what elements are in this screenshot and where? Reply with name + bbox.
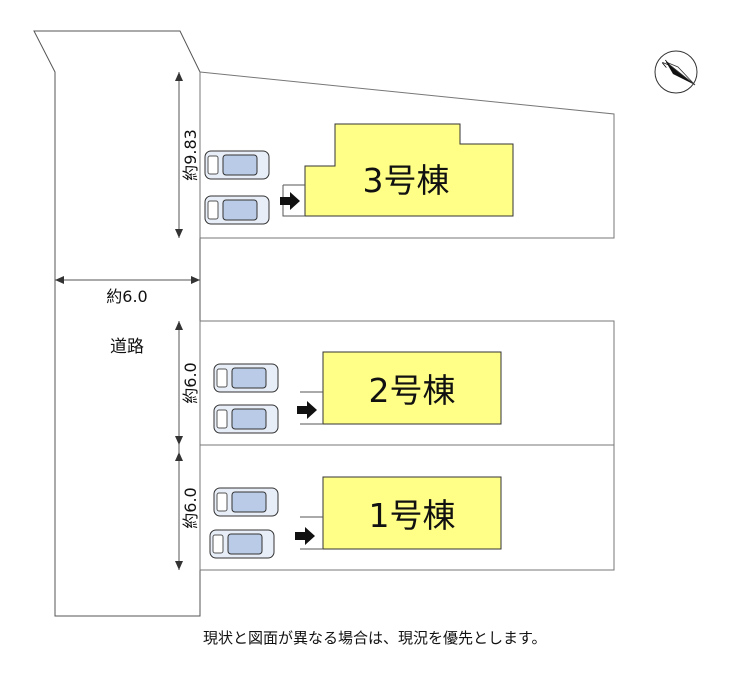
parking-cars [204, 150, 279, 559]
building-2: 2号棟 [322, 351, 502, 425]
dim-lot1: 約6.0 [175, 445, 200, 570]
dim-lot1-label: 約6.0 [181, 487, 200, 528]
building-1: 1号棟 [322, 476, 502, 550]
entrance-arrow-2-icon [297, 401, 317, 419]
building-2-label: 2号棟 [369, 371, 456, 410]
entrance-arrow-1-icon [295, 527, 315, 545]
dim-lot3-label: 約9.83 [181, 129, 200, 181]
car-icon [213, 487, 279, 517]
car-icon [209, 529, 275, 559]
building-1-footprint [322, 476, 502, 550]
entrance-2 [297, 391, 323, 425]
dim-road-label: 約6.0 [106, 287, 147, 306]
dim-lot2-label: 約6.0 [181, 362, 200, 403]
car-icon [213, 404, 279, 434]
compass-label: N [661, 59, 673, 71]
dim-road: 約6.0 [55, 276, 200, 306]
building-3: 3号棟 [304, 123, 514, 217]
road-label: 道路 [110, 337, 144, 357]
disclaimer-note: 現状と図面が異なる場合は、現況を優先とします。 [203, 629, 547, 647]
car-icon [204, 150, 270, 180]
entrance-arrow-3-icon [280, 192, 300, 210]
compass-icon: N [654, 50, 698, 94]
entrance-1 [295, 516, 323, 550]
car-icon [204, 195, 270, 225]
entrance-3 [280, 184, 305, 217]
car-icon [213, 363, 279, 393]
dim-lot3: 約9.83 [175, 72, 200, 238]
road-outline [33, 30, 201, 617]
building-2-footprint [322, 351, 502, 425]
building-1-label: 1号棟 [369, 496, 456, 535]
building-3-label: 3号棟 [363, 161, 450, 200]
building-3-footprint [304, 123, 514, 217]
dim-lot2: 約6.0 [175, 321, 200, 445]
